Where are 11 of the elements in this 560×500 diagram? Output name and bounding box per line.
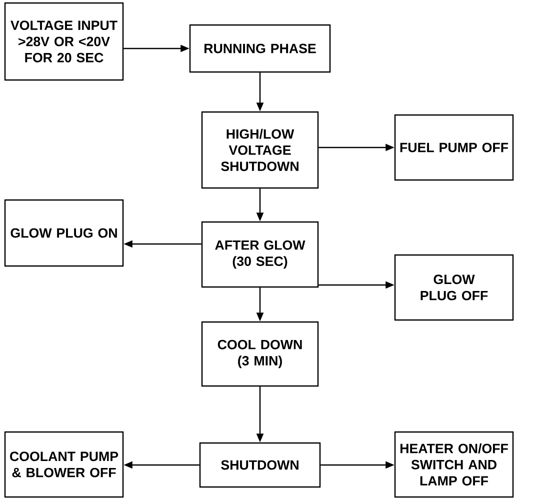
- process-box: GLOW PLUG ON: [4, 199, 124, 267]
- process-box: COOLANT PUMP & BLOWER OFF: [4, 431, 124, 498]
- process-box: COOL DOWN (3 MIN): [201, 321, 319, 387]
- process-box: AFTER GLOW (30 SEC): [201, 221, 319, 288]
- process-box: GLOW PLUG OFF: [394, 254, 514, 321]
- process-box: SHUTDOWN: [199, 442, 321, 488]
- process-box: HIGH/LOW VOLTAGE SHUTDOWN: [201, 111, 319, 189]
- process-box: HEATER ON/OFF SWITCH AND LAMP OFF: [394, 431, 514, 498]
- process-box: FUEL PUMP OFF: [394, 114, 514, 181]
- process-box: RUNNING PHASE: [189, 24, 331, 73]
- process-box: VOLTAGE INPUT >28V OR <20V FOR 20 SEC: [4, 2, 124, 81]
